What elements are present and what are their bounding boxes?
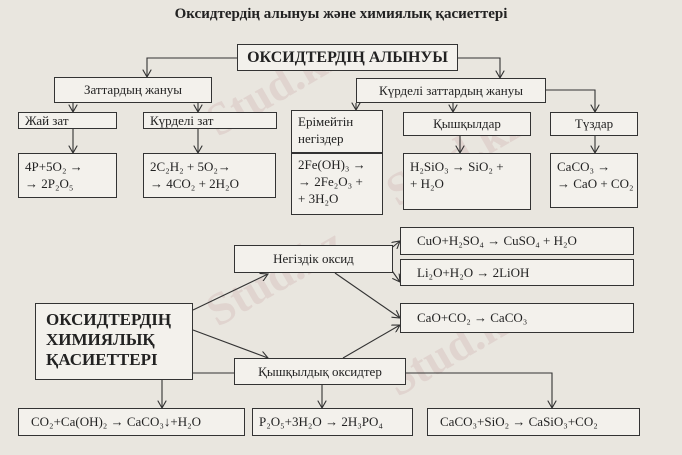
formula-line: → CaO + CO₂: [557, 176, 634, 191]
page-title: Оксидтердің алынуы және химиялық қасиетт…: [174, 6, 508, 22]
formula-line: 2C₂H₂ + 5O₂→: [150, 159, 231, 174]
salts-reaction-box: CaCO₃ → → CaO + CO₂: [550, 153, 638, 208]
acids-box: Қышқылдар: [403, 112, 531, 136]
cuo-reaction-box: CuO+H₂SO₄ → CuSO₄ + H₂O: [400, 227, 634, 255]
formula-line: → 4CO₂ + 2H₂O: [150, 176, 239, 191]
simple-reaction-box: 4P+5O₂ → → 2P₂O₅: [18, 153, 117, 198]
basic-oxide-box: Негіздік оксид: [234, 245, 393, 273]
formula-line: 2Fe(OH)₃ →: [298, 157, 366, 172]
label-line: Ерімейтін: [298, 114, 354, 129]
root-line: ОКСИДТЕРДІҢ: [46, 310, 172, 329]
acids-reaction-box: H₂SiO₃ → SiO₂ + + H₂O: [403, 153, 531, 210]
formula-line: CaCO₃ →: [557, 159, 611, 174]
formula-line: + 3H₂O: [298, 191, 339, 206]
caco3-reaction-box: CaCO₃+SiO₂ → CaSiO₃+CO₂: [427, 408, 640, 436]
burning-substances-box: Заттардың жануы: [54, 77, 212, 103]
preparation-root: ОКСИДТЕРДІҢ АЛЫНУЫ: [237, 44, 458, 71]
label-line: негіздер: [298, 131, 344, 146]
salts-box: Түздар: [550, 112, 638, 136]
co2-reaction-box: CO₂+Ca(OH)₂ → CaCO₃↓+H₂O: [18, 408, 245, 436]
bases-reaction-box: 2Fe(OH)₃ → → 2Fe₂O₃ + + 3H₂O: [291, 153, 383, 215]
p2o5-reaction-box: P₂O₅+3H₂O → 2H₃PO₄: [252, 408, 413, 436]
formula-line: 4P+5O₂ →: [25, 159, 83, 174]
formula-line: H₂SiO₃ → SiO₂ +: [410, 159, 504, 174]
root-line: ҚАСИЕТТЕРІ: [46, 350, 158, 369]
formula-line: → 2Fe₂O₃ +: [298, 174, 363, 189]
complex-reaction-box: 2C₂H₂ + 5O₂→ → 4CO₂ + 2H₂O: [143, 153, 276, 198]
formula-line: → 2P₂O₅: [25, 176, 74, 191]
formula-line: + H₂O: [410, 176, 444, 191]
cao-reaction-box: CaO+CO₂ → CaCO₃: [400, 303, 634, 333]
complex-substance-box: Күрделі зат: [143, 112, 277, 129]
insoluble-bases-box: Ерімейтін негіздер: [291, 110, 383, 153]
properties-root: ОКСИДТЕРДІҢ ХИМИЯЛЫҚ ҚАСИЕТТЕРІ: [35, 303, 193, 380]
simple-substance-box: Жай зат: [18, 112, 117, 129]
li2o-reaction-box: Li₂O+H₂O → 2LiOH: [400, 259, 634, 286]
burning-complex-box: Күрделі заттардың жануы: [356, 78, 546, 103]
root-line: ХИМИЯЛЫҚ: [46, 330, 155, 349]
acidic-oxides-box: Қышқылдық оксидтер: [234, 358, 406, 385]
